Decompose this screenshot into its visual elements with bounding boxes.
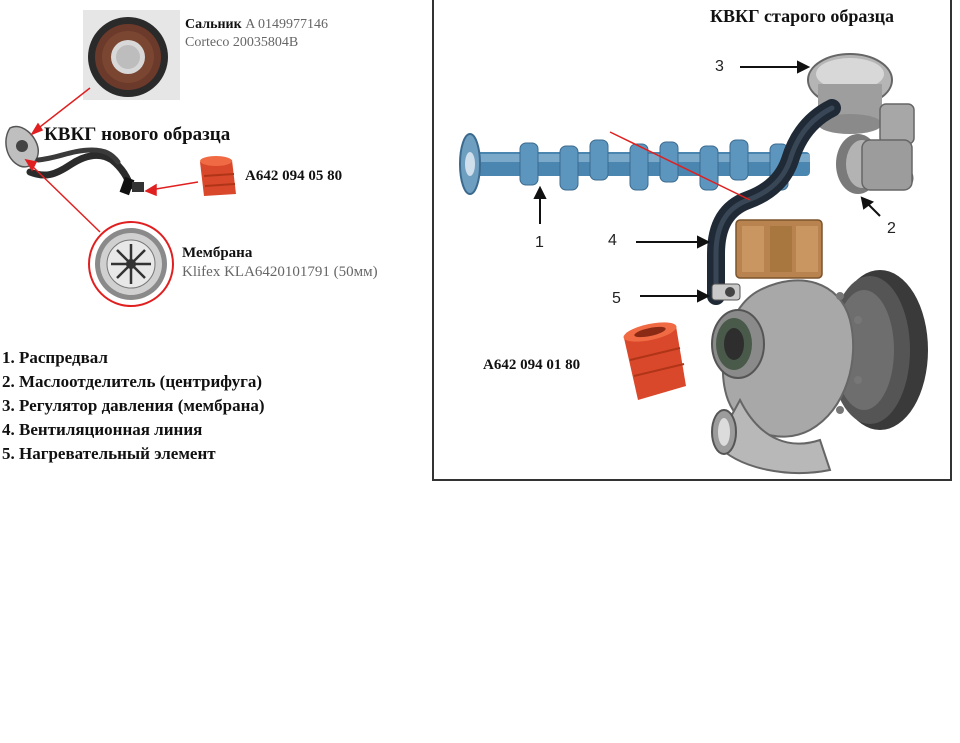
old-style-title: КВКГ старого образца — [710, 6, 894, 26]
callout-5: 5 — [612, 290, 621, 307]
membrane-title: Мембрана — [182, 245, 253, 261]
seal-part1: A 0149977146 — [245, 17, 329, 32]
legend-item: 4. Вентиляционная линия — [2, 420, 203, 439]
heating-element-icon — [711, 283, 741, 301]
legend-item: 3. Регулятор давления (мембрана) — [2, 396, 265, 415]
seal-title: Сальник — [185, 17, 242, 32]
seal-label: Сальник A 0149977146 Corteco 20035804B — [185, 16, 328, 52]
legend-item: 1. Распредвал — [2, 348, 108, 367]
membrane-part: Klifex KLA6420101791 (50мм) — [182, 264, 378, 280]
old-style-panel — [432, 0, 952, 481]
legend: 1. Распредвал 2. Маслоотделитель (центри… — [2, 346, 265, 466]
callout-3: 3 — [715, 58, 724, 75]
legend-item: 5. Нагревательный элемент — [2, 444, 216, 463]
connector-a-icon — [200, 156, 236, 196]
part-number-b: A642 094 01 80 — [483, 357, 581, 373]
membrane-icon — [88, 221, 174, 307]
connector-b-icon — [623, 322, 686, 400]
callout-1: 1 — [535, 234, 544, 251]
seal-icon — [88, 17, 168, 97]
part-number-a: A642 094 05 80 — [245, 168, 343, 184]
new-style-leader-lines — [24, 87, 199, 233]
membrane-label: Мембрана Klifex KLA6420101791 (50мм) — [182, 244, 378, 282]
pressure-regulator-icon — [807, 53, 915, 190]
heater-block-icon — [735, 219, 823, 279]
callout-arrows — [533, 60, 881, 303]
callout-2: 2 — [887, 220, 896, 237]
seal-part2: Corteco 20035804B — [185, 35, 299, 50]
turbocharger-icon — [711, 270, 928, 474]
callout-4: 4 — [608, 232, 617, 249]
old-style-red-line — [609, 131, 751, 201]
new-style-title: КВКГ нового образца — [44, 124, 231, 145]
legend-item: 2. Маслоотделитель (центрифуга) — [2, 372, 263, 391]
oil-separator-icon — [836, 134, 913, 194]
